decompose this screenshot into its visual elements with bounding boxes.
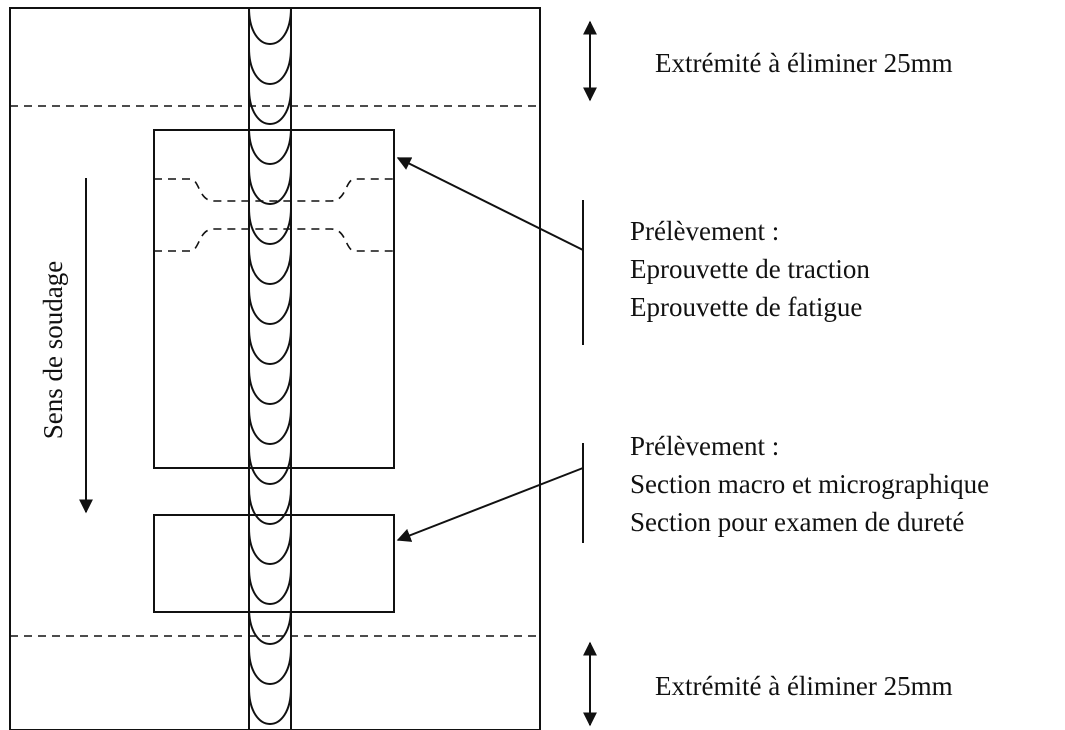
weld-ripple [248,607,292,645]
specimen-outline-top [154,178,394,202]
weld-ripple [248,407,292,445]
weld-ripple [248,7,292,45]
sample1-line2: Eprouvette de fatigue [630,292,862,322]
weld-ripple [248,487,292,525]
tensile-fatigue-sample-zone [153,129,395,469]
weld-ripples [248,7,292,730]
plate-outline [9,7,541,730]
weld-ripple [248,647,292,685]
sample2-title: Prélèvement : [630,431,779,461]
weld-ripple [248,207,292,245]
callout-arrow-tensile [396,157,584,251]
weld-ripple [248,47,292,85]
weld-ripple [248,327,292,365]
specimen-outline-bottom [154,228,394,252]
weld-ripple [248,87,292,125]
weld-ripple [248,127,292,165]
weld-ripple [248,287,292,325]
sample2-line2: Section pour examen de dureté [630,507,964,537]
callout-arrow-macro [396,467,584,542]
top-end-label: Extrémité à éliminer 25mm [655,48,953,78]
weld-ripple [248,567,292,605]
weld-ripple [248,167,292,205]
weld-ripple [248,687,292,725]
welding-direction-label: Sens de soudage [38,261,68,439]
weld-ripple [248,247,292,285]
weld-ripple [248,527,292,565]
sample1-line1: Eprouvette de traction [630,254,870,284]
weld-ripple [248,447,292,485]
sample2-line1: Section macro et micrographique [630,469,989,499]
sample1-title: Prélèvement : [630,216,779,246]
macro-hardness-sample-zone [153,514,395,613]
weld-ripple [248,367,292,405]
bottom-end-label: Extrémité à éliminer 25mm [655,671,953,701]
weld-seam [248,7,292,730]
